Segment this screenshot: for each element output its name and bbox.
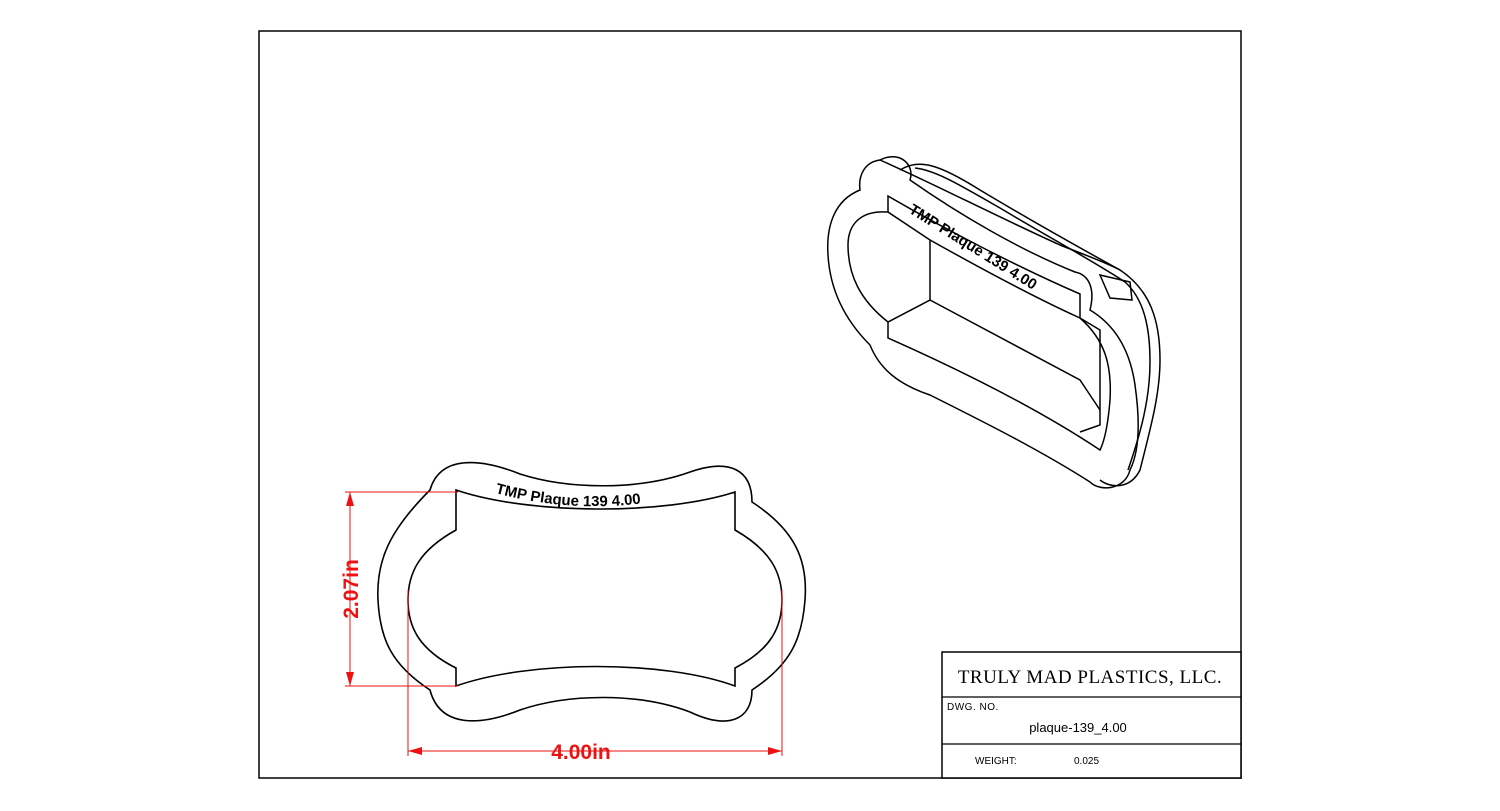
dim-height-label: 2.07in	[340, 559, 363, 619]
dimension-height	[345, 491, 458, 687]
dwg-no-value: plaque-139_4.00	[1029, 720, 1127, 735]
front-view: TMP Plaque 139 4.00	[377, 461, 807, 722]
iso-back-layer-2	[914, 167, 1151, 471]
iso-wall-bottom	[929, 299, 1101, 411]
dwg-no-label: DWG. NO.	[947, 702, 999, 713]
title-block-frame	[941, 651, 1242, 779]
iso-top-edge	[879, 159, 1121, 271]
iso-front-outer	[826, 156, 1140, 489]
iso-wall-left	[887, 211, 931, 323]
isometric-view: TMP Plaque 139 4.00	[826, 156, 1161, 489]
dim-width-arrow-right	[768, 747, 782, 755]
iso-wall-right	[1079, 317, 1101, 433]
sheet-border	[258, 30, 1242, 779]
dim-width-label: 4.00in	[551, 741, 611, 764]
iso-back-layer-1	[899, 163, 1161, 487]
weight-value: 0.025	[1074, 756, 1099, 767]
plaque-inner-outline	[407, 488, 783, 688]
title-block: TRULY MAD PLASTICS, LLC. DWG. NO. plaque…	[941, 651, 1242, 779]
iso-wall-top	[929, 239, 1081, 319]
weight-label: WEIGHT:	[975, 756, 1017, 767]
dim-height-arrow-top	[346, 492, 354, 506]
dim-height-arrow-bottom	[346, 672, 354, 686]
iso-front-inner	[847, 194, 1112, 452]
iso-back-flange	[1098, 273, 1133, 301]
dim-width-arrow-left	[408, 747, 422, 755]
company-name: TRULY MAD PLASTICS, LLC.	[958, 667, 1222, 688]
dimension-width	[407, 590, 783, 756]
